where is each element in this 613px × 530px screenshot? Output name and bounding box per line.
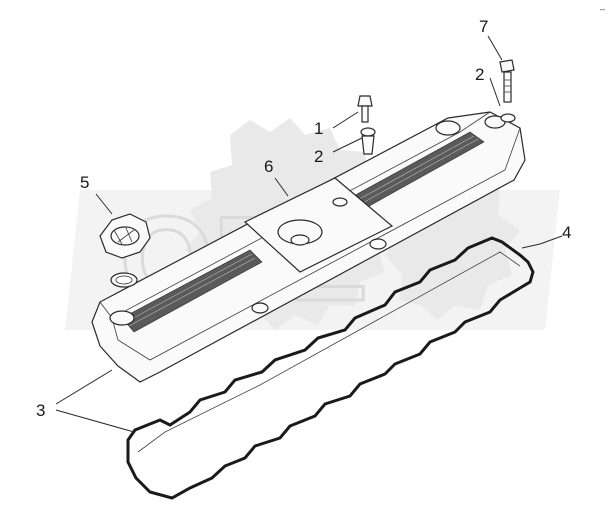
leader-4 [521,235,563,249]
leader-lines [55,35,563,433]
callouts: 1 2 2 3 4 5 6 7 [36,17,571,420]
washer-icon-upper [500,113,516,123]
gasket-inner-edge [137,251,521,453]
bolt-icon [357,95,373,123]
callout-2-stud-washer: 2 [475,65,484,84]
leader-1 [332,111,359,129]
leader-2b [489,77,501,107]
gasket-icon [126,236,535,500]
stud-bolt-icon [499,59,515,103]
callout-4: 4 [562,223,571,242]
leader-5 [95,193,113,215]
callout-1: 1 [314,119,323,138]
oil-cap-seal-icon [110,272,138,288]
valve-cover-icon [91,111,526,383]
cover-ribs-left [121,249,263,333]
leader-6 [274,177,289,197]
callout-5: 5 [80,173,89,192]
leader-3-lower [55,409,135,433]
leader-7 [487,35,503,61]
callout-6: 6 [264,157,273,176]
callout-2-washer: 2 [314,147,323,166]
callout-3: 3 [36,401,45,420]
corner-mark: – [600,4,605,14]
leader-2a [332,137,363,153]
leader-3-upper [55,369,113,405]
oil-filler-cap-icon [99,213,151,259]
washer-icon [360,127,376,155]
callout-7: 7 [479,17,488,36]
